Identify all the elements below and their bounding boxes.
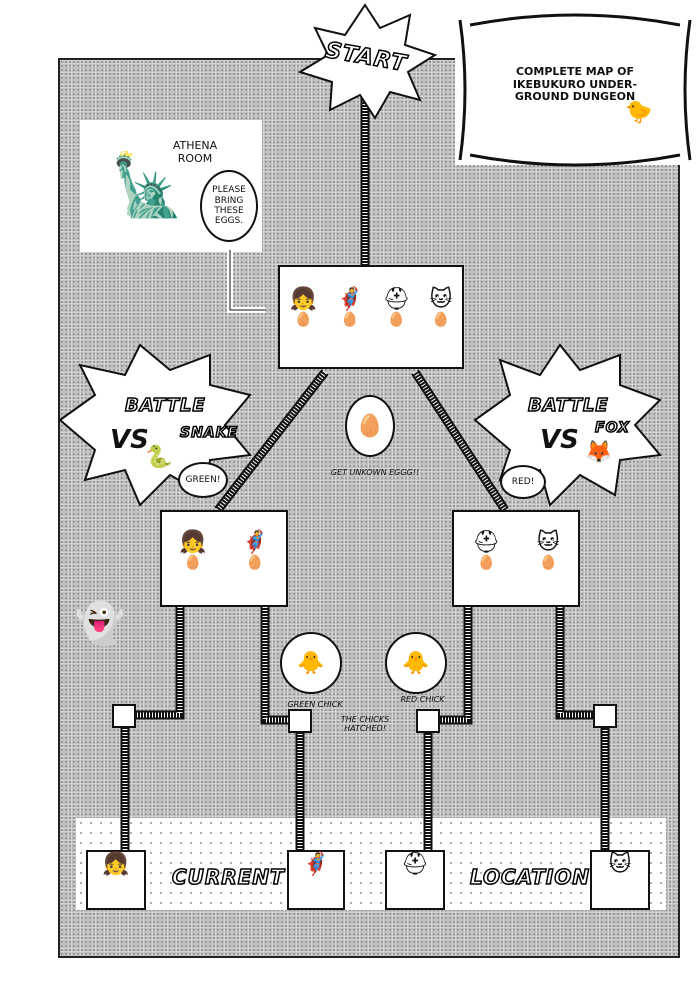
red-chick-label: RED CHICK xyxy=(400,695,445,704)
egg-caption: GET UNKOWN EGGG!! xyxy=(330,468,420,477)
cat-character-icon: 🐱 xyxy=(608,852,632,877)
right-room-box: ⛑🥚 🐱🥚 xyxy=(452,510,580,607)
cat-character-icon: 🐱🥚 xyxy=(536,530,560,571)
chick-icon: 🐥 xyxy=(402,650,430,676)
helmet-character-icon: ⛑🥚 xyxy=(382,287,411,328)
knight-character-icon: 🦸🥚 xyxy=(241,530,269,571)
egg-icon: 🥚 xyxy=(356,413,384,439)
egg-bubble: 🥚 xyxy=(345,395,395,457)
battle-label: BATTLE xyxy=(124,394,206,417)
location-box-cat: 🐱 xyxy=(590,850,650,910)
fox-icon: 🦊 xyxy=(585,440,613,465)
vs-label: VS xyxy=(110,425,149,455)
location-box-helmet: ⛑ xyxy=(385,850,445,910)
snake-label: SNAKE xyxy=(179,424,239,442)
ghost-icon: 👻 xyxy=(75,601,125,647)
title-line: GROUND DUNGEON xyxy=(514,90,636,104)
start-room-box: 👧🥚 🦸🥚 ⛑🥚 🐱🥚 xyxy=(278,265,464,369)
green-chick-label: GREEN CHICK xyxy=(287,700,343,709)
location-label: LOCATION xyxy=(469,864,591,890)
current-label: CURRENT xyxy=(171,864,285,890)
helmet-character-icon: ⛑ xyxy=(401,852,429,877)
helmet-character-icon: ⛑🥚 xyxy=(472,530,501,571)
location-box-girl: 👧 xyxy=(86,850,146,910)
hatched-caption: THE CHICKS HATCHED! xyxy=(340,715,390,734)
snake-icon: 🐍 xyxy=(145,445,173,470)
fox-label: FOX xyxy=(594,419,630,437)
left-room-box: 👧🥚 🦸🥚 xyxy=(160,510,288,607)
knight-character-icon: 🦸 xyxy=(302,852,330,877)
athena-room-label: ATHENA ROOM xyxy=(172,139,218,165)
girl-character-icon: 👧🥚 xyxy=(289,287,317,328)
arrow-to-start-room xyxy=(227,250,265,313)
corridor-ll xyxy=(120,607,185,850)
title-line: COMPLETE MAP OF xyxy=(515,65,635,78)
title-frame xyxy=(455,15,695,165)
athena-statue-icon: 🗽 xyxy=(110,151,185,221)
red-speech-bubble: RED! xyxy=(500,465,546,499)
junction-nodes xyxy=(112,704,617,733)
green-speech-bubble: GREEN! xyxy=(178,462,228,498)
start-burst xyxy=(297,3,438,120)
map-title: COMPLETE MAP OF IKEBUKURO UNDER- GROUND … xyxy=(480,65,670,104)
current-location-band xyxy=(76,818,666,910)
red-chick-bubble: 🐥 xyxy=(385,632,447,694)
girl-character-icon: 👧🥚 xyxy=(179,530,207,571)
corridor-rr xyxy=(555,607,610,850)
chick-icon: 🐥 xyxy=(297,650,325,676)
cat-character-icon: 🐱🥚 xyxy=(429,287,453,328)
green-chick-bubble: 🐥 xyxy=(280,632,342,694)
vs-label: VS xyxy=(540,425,579,455)
location-box-knight: 🦸 xyxy=(287,850,345,910)
chick-mascot-icon: 🐤 xyxy=(625,100,653,125)
title-line: IKEBUKURO UNDER- xyxy=(512,77,638,91)
knight-character-icon: 🦸🥚 xyxy=(336,287,364,328)
battle-label: BATTLE xyxy=(527,394,609,417)
athena-speech-bubble: PLEASE BRING THESE EGGS. xyxy=(200,170,258,242)
girl-character-icon: 👧 xyxy=(102,852,130,877)
